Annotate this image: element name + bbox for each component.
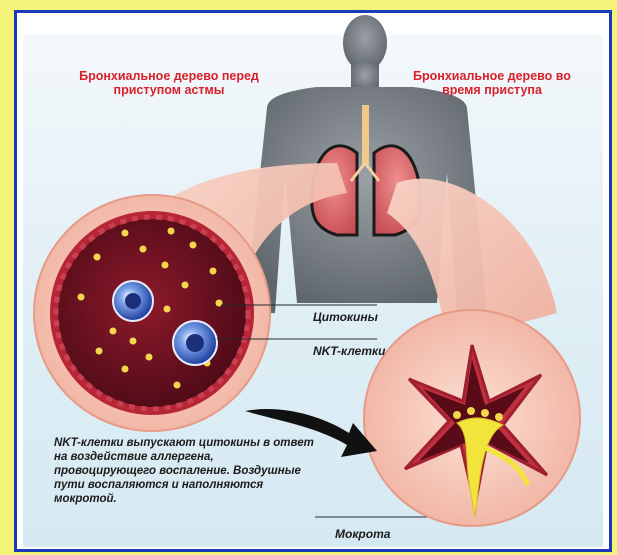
caption-text: NKT-клетки выпускают цитокины в ответ на… <box>54 436 314 506</box>
diagram-frame: Бронхиальное дерево перед приступом астм… <box>14 10 612 552</box>
label-cytokines: Цитокины <box>313 310 378 324</box>
label-nkt-cells: NKT-клетки <box>313 344 385 358</box>
nkt-cell-1 <box>113 281 153 321</box>
label-mucus: Мокрота <box>335 527 390 541</box>
title-during-attack: Бронхиальное дерево во время приступа <box>397 69 587 97</box>
title-before-attack: Бронхиальное дерево перед приступом астм… <box>79 69 259 97</box>
nkt-cell-2 <box>173 321 217 365</box>
